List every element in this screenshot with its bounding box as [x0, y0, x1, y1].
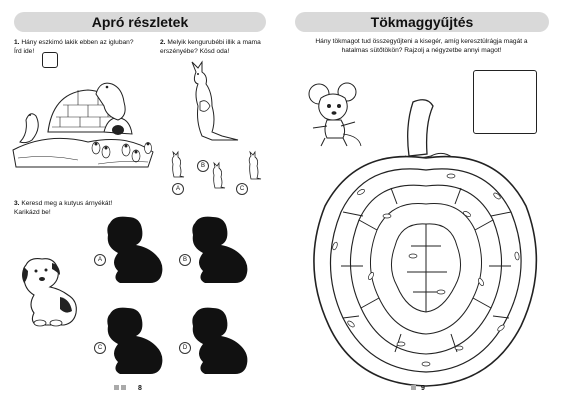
- instruction-text: Hány tökmagot tud összegyűjteni a kisegé…: [315, 38, 528, 54]
- question-number: 1.: [14, 39, 20, 46]
- puppy-illustration: [22, 258, 77, 327]
- baby-kangaroo-b-icon: [212, 161, 226, 189]
- dog-shadow-c: [107, 307, 163, 374]
- option-a[interactable]: A: [172, 183, 184, 195]
- mouse-illustration: [308, 82, 362, 147]
- option-a[interactable]: A: [94, 254, 106, 266]
- question-3: 3. Keresd meg a kutyus árnyékát! Karikáz…: [14, 200, 114, 217]
- pumpkin-seed-icons: [332, 173, 520, 367]
- page-number: 9: [421, 385, 425, 392]
- kangaroo-mother-illustration: [191, 60, 239, 141]
- page-title: Tökmaggyűjtés: [295, 12, 549, 32]
- dog-shadow-d: [192, 307, 248, 374]
- page-number: 8: [138, 385, 142, 392]
- question-1: 1. Hány eszkimó lakik ebben az igluban? …: [14, 39, 134, 56]
- left-page: Apró részletek 1. Hány eszkimó lakik ebb…: [0, 0, 280, 400]
- page-number-dots: [411, 385, 416, 390]
- question-text: Melyik kengurubébi illik a mama erszényé…: [160, 39, 261, 55]
- baby-kangaroo-a-icon: [171, 150, 185, 178]
- pumpkin-maze[interactable]: [301, 96, 551, 392]
- answer-box[interactable]: [42, 52, 58, 68]
- baby-kangaroo-c-icon: [248, 150, 262, 180]
- dog-shadow-b: [192, 216, 248, 283]
- question-number: 3.: [14, 200, 20, 207]
- page-title: Apró részletek: [14, 12, 266, 32]
- option-c[interactable]: C: [94, 342, 106, 354]
- answer-box[interactable]: [473, 70, 537, 134]
- igloo-scene-illustration: [12, 82, 154, 168]
- question-text: Hány eszkimó lakik ebben az igluban? Írd…: [14, 39, 134, 55]
- question-text: Keresd meg a kutyus árnyékát! Karikázd b…: [14, 200, 113, 216]
- option-b[interactable]: B: [179, 254, 191, 266]
- option-d[interactable]: D: [179, 342, 191, 354]
- option-b[interactable]: B: [197, 160, 209, 172]
- right-page: Tökmaggyűjtés Hány tökmagot tud összegyű…: [281, 0, 561, 400]
- page-number-dots: [114, 385, 126, 390]
- question-2: 2. Melyik kengurubébi illik a mama erszé…: [160, 39, 275, 56]
- dog-shadow-a: [107, 216, 163, 283]
- question-number: 2.: [160, 39, 166, 46]
- option-c[interactable]: C: [236, 183, 248, 195]
